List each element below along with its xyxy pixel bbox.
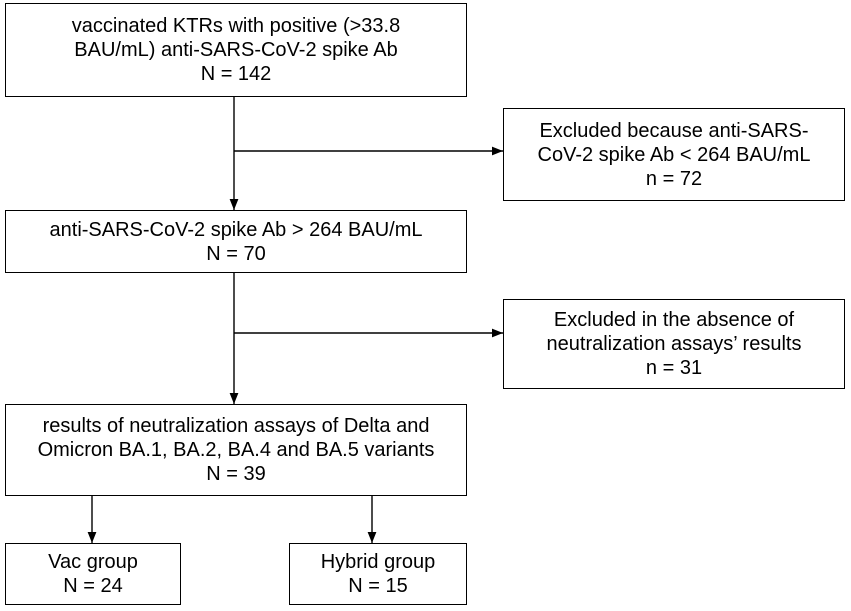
excluded-node-1: Excluded because anti-SARS- CoV-2 spike …	[503, 108, 845, 201]
step-3-node: results of neutralization assays of Delt…	[5, 404, 467, 496]
excluded-node-1-line-1: Excluded because anti-SARS-	[539, 119, 809, 142]
excluded-node-2-line-2: neutralization assays’ results	[546, 333, 802, 355]
step-3-node-line-1: results of neutralization assays of Delt…	[42, 415, 430, 437]
excluded-node-2: Excluded in the absence of neutralizatio…	[503, 299, 845, 389]
step-2-node-count: N = 70	[206, 242, 266, 265]
step-3-node-count: N = 39	[206, 463, 266, 485]
start-node-line-1: vaccinated KTRs with positive (>33.8	[71, 15, 401, 37]
hybrid-group-node-label: Hybrid group	[320, 551, 436, 573]
start-node-line-2: BAU/mL) anti-SARS-CoV-2 spike Ab	[74, 39, 398, 61]
start-node-count: N = 142	[200, 63, 272, 85]
start-node: vaccinated KTRs with positive (>33.8 BAU…	[5, 3, 467, 97]
hybrid-group-node-count: N = 15	[348, 575, 408, 597]
excluded-node-2-line-1: Excluded in the absence of	[553, 309, 795, 331]
vac-group-node-label: Vac group	[48, 551, 138, 573]
vac-group-node-count: N = 24	[63, 575, 123, 597]
excluded-node-1-line-2: CoV-2 spike Ab < 264 BAU/mL	[537, 143, 811, 166]
step-3-node-line-2: Omicron BA.1, BA.2, BA.4 and BA.5 varian…	[37, 439, 435, 461]
vac-group-node: Vac group N = 24	[5, 543, 181, 605]
step-2-node-line-1: anti-SARS-CoV-2 spike Ab > 264 BAU/mL	[49, 218, 423, 241]
excluded-node-1-count: n = 72	[645, 167, 703, 190]
hybrid-group-node: Hybrid group N = 15	[289, 543, 467, 605]
excluded-node-2-count: n = 31	[645, 357, 703, 379]
step-2-node: anti-SARS-CoV-2 spike Ab > 264 BAU/mL N …	[5, 210, 467, 273]
